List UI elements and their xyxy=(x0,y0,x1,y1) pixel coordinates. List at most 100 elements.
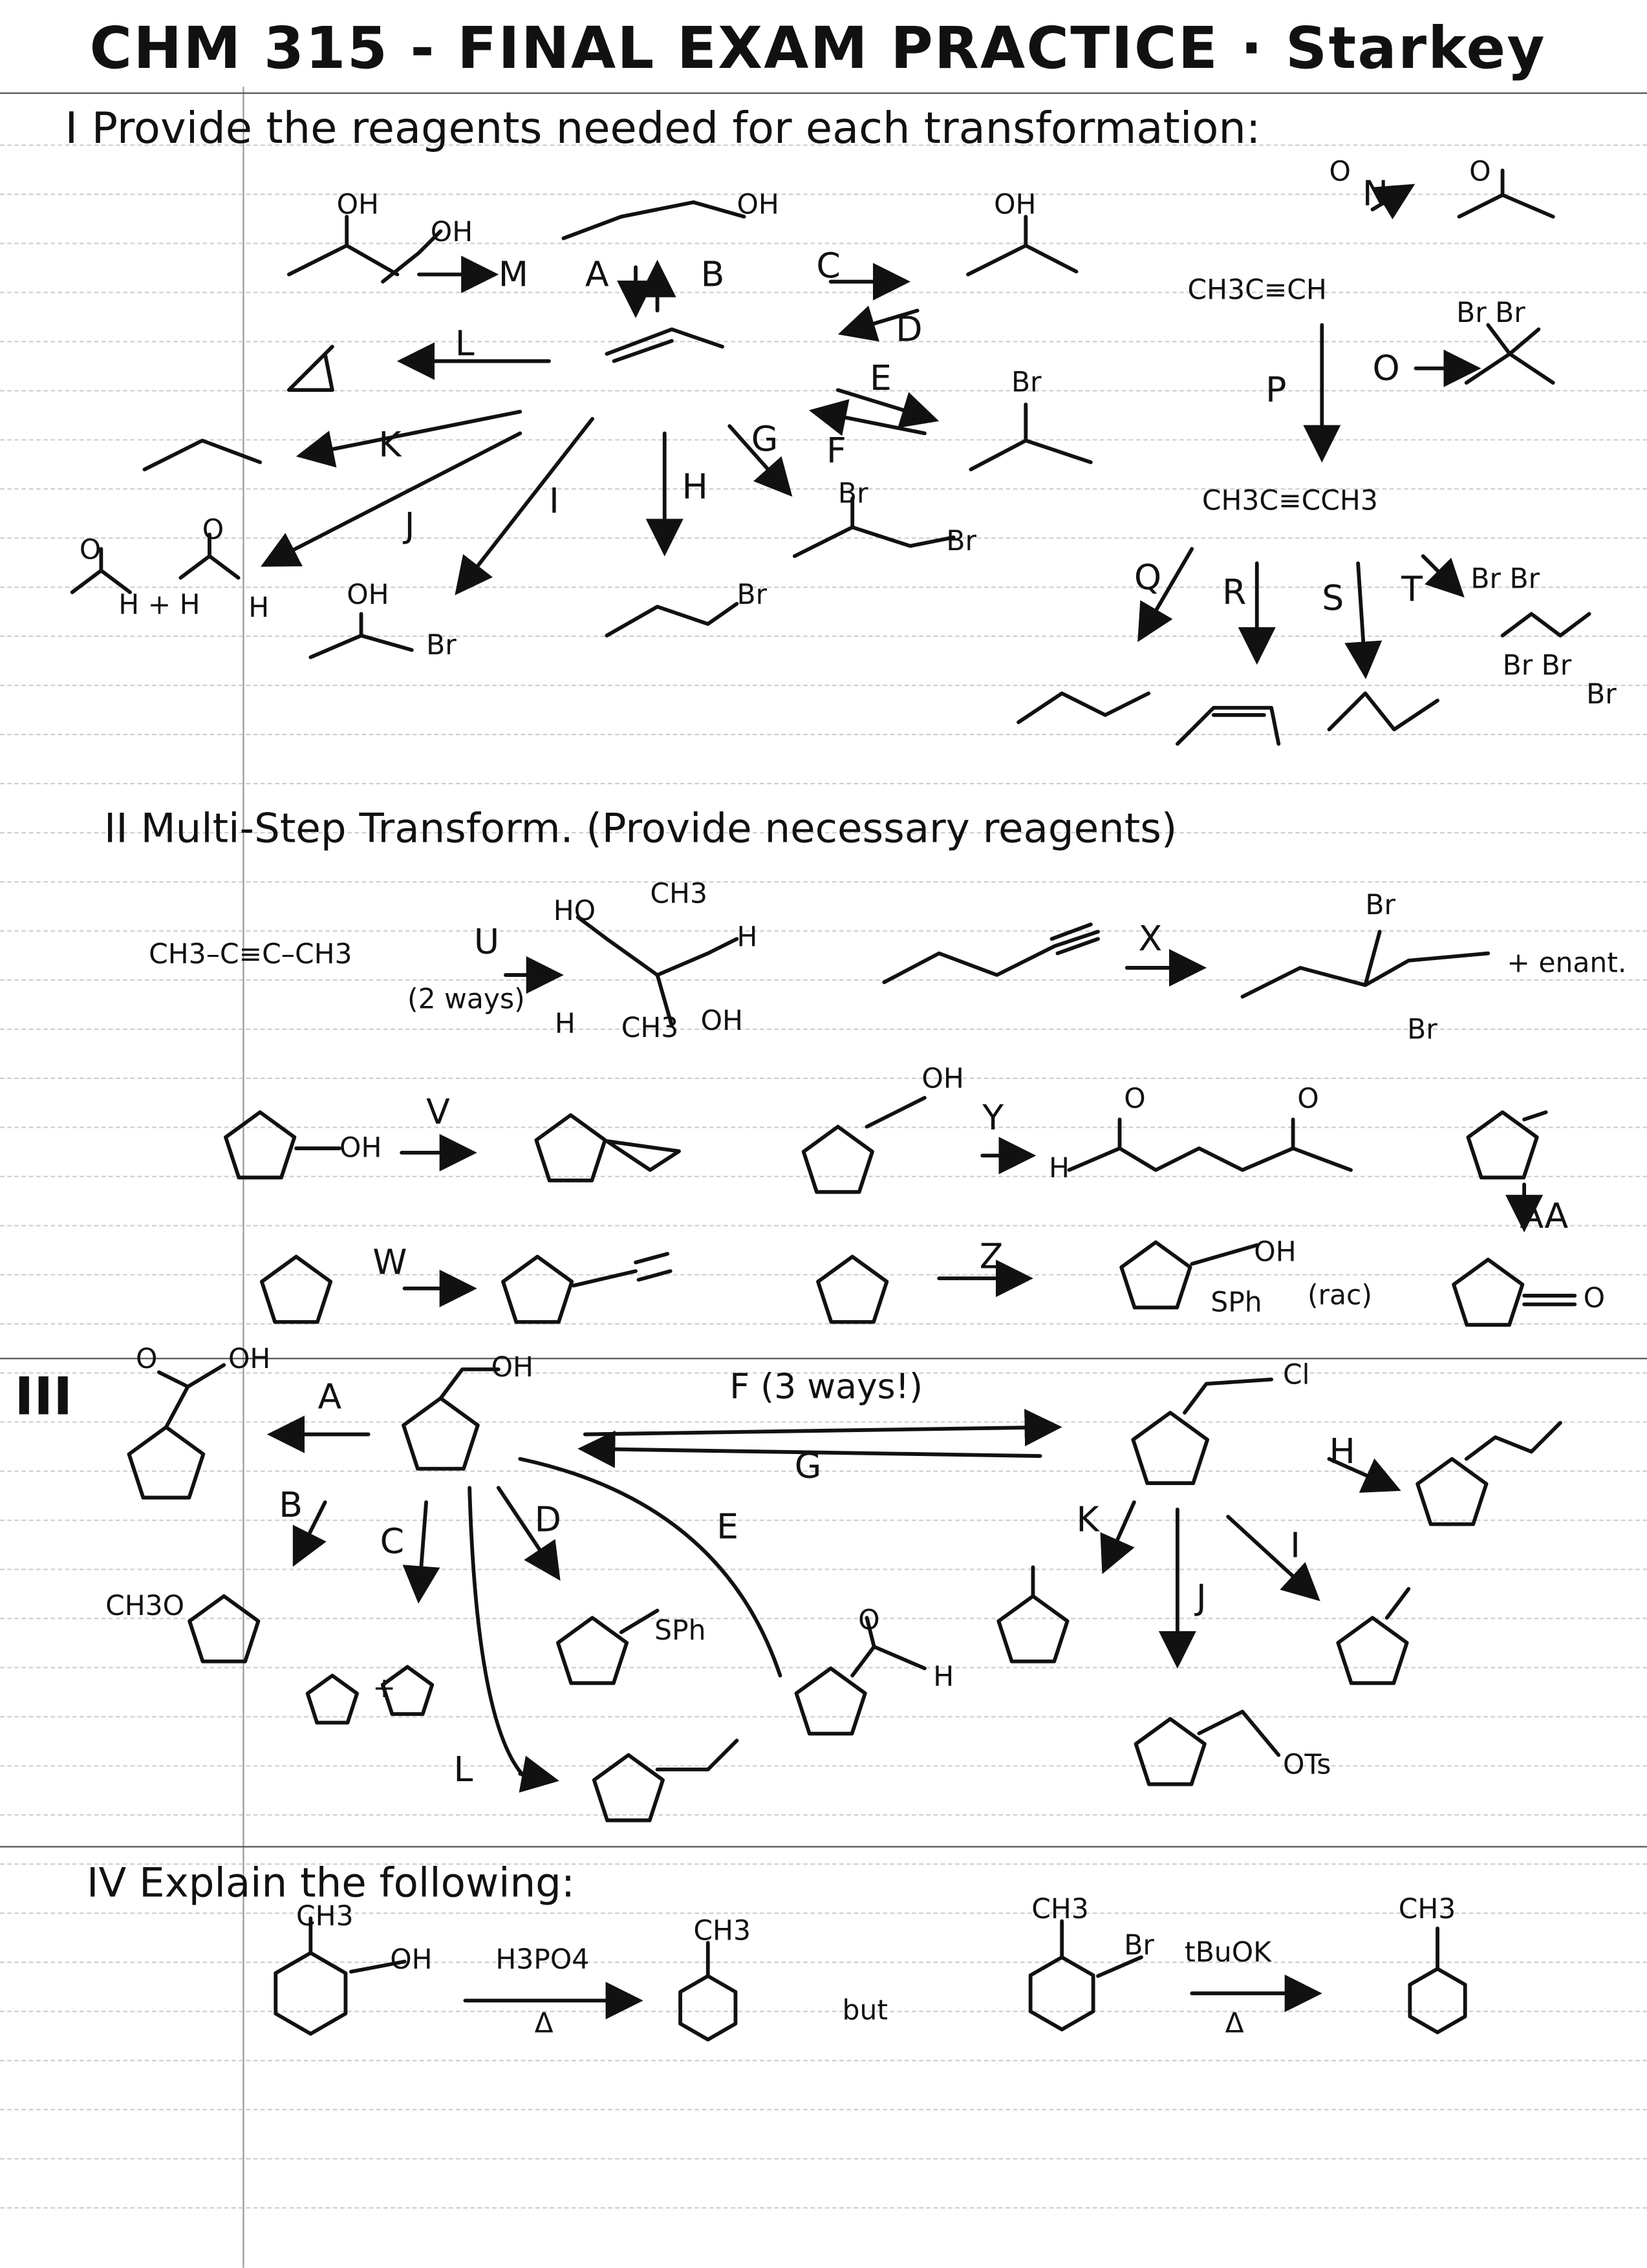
structure-text: OH xyxy=(700,1005,743,1038)
structure-text: O xyxy=(202,514,224,546)
propane xyxy=(142,438,263,472)
structure-text: O xyxy=(858,1605,880,1637)
trans-2-butene xyxy=(1327,691,1439,732)
ruled-line xyxy=(0,930,1647,932)
alkene xyxy=(1522,1110,1548,1122)
ether xyxy=(1464,1420,1562,1461)
structure-text: + xyxy=(372,1673,396,1705)
reagent-label: C xyxy=(380,1521,405,1562)
ruled-line xyxy=(0,1323,1647,1325)
ruled-line xyxy=(0,1372,1647,1374)
ruled-line xyxy=(0,2157,1647,2160)
structure-text: OTs xyxy=(1282,1749,1331,1781)
reaction-arrow xyxy=(292,1500,327,1567)
cyclopentane-ring xyxy=(816,1254,889,1324)
ruled-line xyxy=(0,1716,1647,1718)
tosylate xyxy=(1197,1709,1281,1757)
cyclopentane-ring xyxy=(501,1254,574,1324)
reagent-label: D xyxy=(896,309,923,350)
reaction-arrow xyxy=(1100,1500,1136,1574)
ruled-line xyxy=(0,881,1647,883)
section-2-heading: II Multi-Step Transform. (Provide necess… xyxy=(103,804,1178,853)
structure-text: O xyxy=(1124,1083,1146,1115)
structure-text: OH xyxy=(921,1063,964,1095)
hydroxymethyl xyxy=(438,1367,501,1400)
bromide xyxy=(1060,1919,1143,1978)
ruled-line xyxy=(0,979,1647,981)
structure-text: CH3C≡CCH3 xyxy=(1201,485,1378,517)
alcohol xyxy=(561,200,746,241)
reaction-arrow xyxy=(518,1755,559,1793)
structure-text: OH xyxy=(1254,1236,1297,1268)
methyl xyxy=(1384,1587,1411,1620)
ruled-line xyxy=(0,2207,1647,2209)
ruled-line xyxy=(0,341,1647,343)
cyclopentane-ring xyxy=(794,1666,867,1736)
structure-text: OH xyxy=(336,189,379,221)
ruled-line xyxy=(0,488,1647,490)
structure-text: CH3 xyxy=(1031,1894,1089,1926)
acetaldehyde xyxy=(178,532,241,580)
ruled-line xyxy=(0,439,1647,441)
reagent-label: E xyxy=(716,1506,739,1547)
reaction-arrow xyxy=(1137,547,1194,643)
ruled-line xyxy=(0,1028,1647,1030)
reagent-label: D xyxy=(534,1499,561,1540)
cyclopentane-ring xyxy=(305,1673,359,1725)
oh-bond xyxy=(1190,1243,1259,1266)
structure-text: O xyxy=(79,534,102,566)
structure-text: H xyxy=(554,1008,576,1040)
page-title: CHM 315 - FINAL EXAM PRACTICE · Starkey xyxy=(89,16,1546,83)
reaction-arrow xyxy=(727,424,793,497)
alcohol xyxy=(381,229,443,284)
cyclopentane-ring xyxy=(224,1110,297,1180)
vinyl xyxy=(655,1738,739,1771)
reaction-arrow xyxy=(296,409,522,468)
reagent-label: T xyxy=(1401,569,1423,610)
reagent-label: AA xyxy=(1520,1195,1569,1237)
reagent-label: Q xyxy=(1134,557,1162,598)
cyclopentane-ring xyxy=(1134,1717,1207,1786)
reagent-label: L xyxy=(455,323,475,365)
structure-text: CH3 xyxy=(1398,1894,1456,1926)
ruled-line xyxy=(0,636,1647,637)
cis-2-butene xyxy=(1175,705,1281,746)
reagent-label: S xyxy=(1322,577,1344,619)
structure-text: OH xyxy=(430,217,473,249)
ruled-line xyxy=(0,242,1647,244)
structure-text: CH3O xyxy=(105,1590,185,1623)
cyclopentane-ring xyxy=(1119,1240,1192,1310)
ruled-line xyxy=(0,1421,1647,1423)
reagent-label: F xyxy=(826,430,846,471)
reagent-label: U xyxy=(473,921,500,962)
ruled-line xyxy=(0,292,1647,294)
structure-text: Br xyxy=(1407,1014,1437,1046)
reaction-arrow xyxy=(496,1486,561,1581)
structure-text: O xyxy=(1583,1282,1606,1315)
reagent-label: C xyxy=(816,245,841,286)
structure-text: H + H xyxy=(118,589,200,621)
ruled-line xyxy=(0,1274,1647,1276)
structure-text: H xyxy=(737,921,758,954)
cyclopentane-ring xyxy=(380,1665,435,1717)
structure-text: SPh xyxy=(1211,1287,1262,1319)
cyclopentane-ring xyxy=(801,1124,874,1194)
ruled-line xyxy=(0,1912,1647,1914)
structure-text: Br xyxy=(1586,679,1617,711)
structure-text: OH xyxy=(347,579,389,612)
ruled-line xyxy=(0,193,1647,195)
reagent-label: L xyxy=(453,1749,473,1790)
reagent-label: K xyxy=(1076,1499,1099,1540)
cyclopentane-ring xyxy=(996,1594,1070,1664)
reagent-label: N xyxy=(1362,173,1388,214)
ruled-line xyxy=(0,537,1647,539)
reagent-label: A xyxy=(318,1376,342,1417)
reaction-arrow xyxy=(455,417,594,595)
structure-text: H xyxy=(248,592,270,625)
structure-text: H xyxy=(1049,1152,1070,1185)
ruled-line xyxy=(0,1225,1647,1226)
ruled-line xyxy=(0,1568,1647,1570)
structure-text: O xyxy=(136,1343,158,1375)
structure-text: CH3 xyxy=(296,1901,354,1933)
structure-text: OH xyxy=(228,1343,271,1375)
